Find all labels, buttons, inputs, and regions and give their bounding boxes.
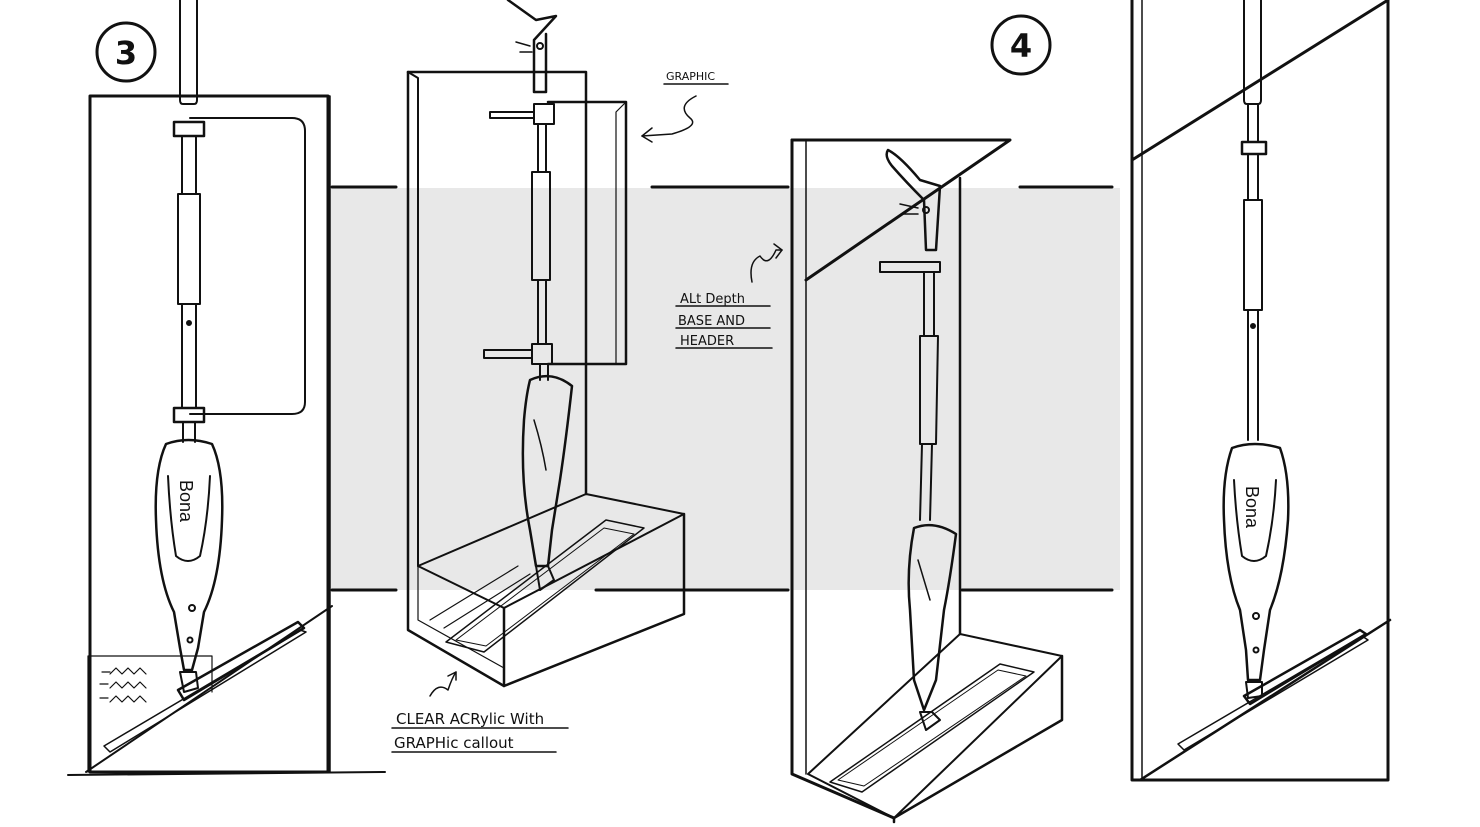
alt-depth-annotation-line-3: HEADER	[680, 334, 734, 349]
graphic-annotation: GRAPHIC	[666, 70, 715, 83]
acrylic-annotation-line-1: CLEAR ACRylic With	[396, 710, 544, 728]
concept-3-front-view	[67, 0, 386, 776]
concept-4-number: 4	[1010, 27, 1032, 65]
concept-3-number: 3	[115, 34, 137, 72]
alt-depth-annotation-line-2: BASE AND	[678, 314, 745, 329]
brand-label-concept-4: Bona	[1242, 486, 1262, 529]
concept-4-number-circle	[990, 14, 1052, 76]
brand-label-concept-3: Bona	[176, 480, 196, 523]
alt-depth-annotation-line-1: ALt Depth	[680, 292, 745, 307]
concept-3-number-circle	[95, 21, 157, 83]
acrylic-annotation-line-2: GRAPHic callout	[394, 734, 514, 752]
backdrop-wall	[330, 185, 1120, 592]
annotation-leaders	[391, 83, 783, 753]
concept-4-perspective-view	[790, 14, 1064, 824]
concept-4-front-view	[1130, 0, 1392, 782]
concept-3-perspective-view	[406, 0, 686, 688]
